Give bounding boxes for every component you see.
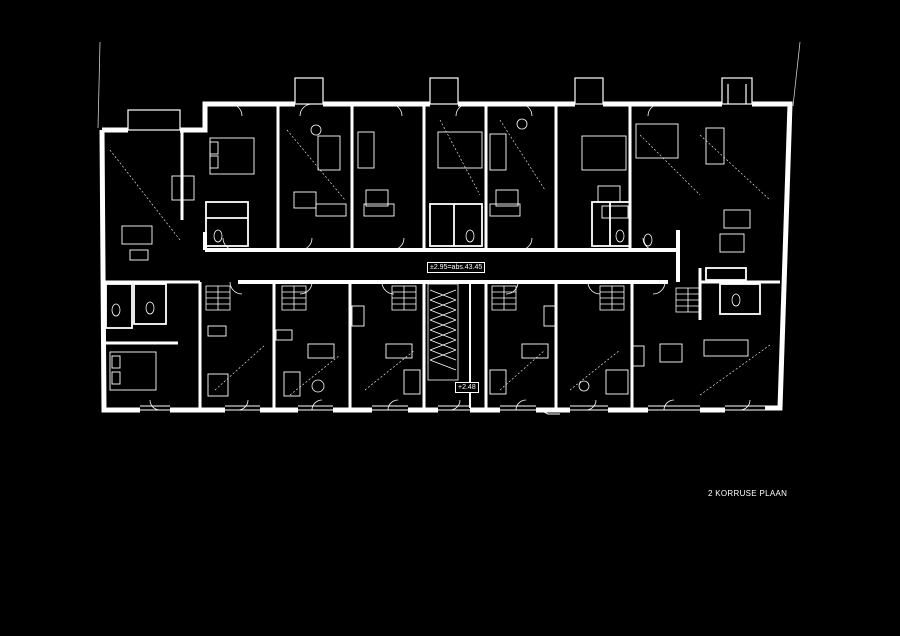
tables: [121, 175, 751, 363]
outer-walls: [99, 101, 793, 413]
apartment-stairs: [205, 285, 701, 313]
corridor-level-label: ±2.95=abs.43.45: [427, 262, 486, 273]
windows: [140, 405, 765, 415]
kitchen-counters: [129, 203, 745, 367]
door-swings: [149, 103, 751, 411]
balconies: [127, 77, 753, 131]
stair-level-label: +2.48: [455, 382, 479, 393]
beds: [109, 123, 679, 391]
sofas: [207, 127, 749, 397]
corridor-walls: [203, 230, 680, 284]
dashed-diagonals: [109, 119, 771, 396]
plan-title: 2 KORRUSE PLAAN: [708, 489, 788, 498]
site-boundary: [97, 41, 801, 129]
bathrooms: [105, 201, 761, 329]
sanitary-fixtures: [111, 118, 741, 393]
